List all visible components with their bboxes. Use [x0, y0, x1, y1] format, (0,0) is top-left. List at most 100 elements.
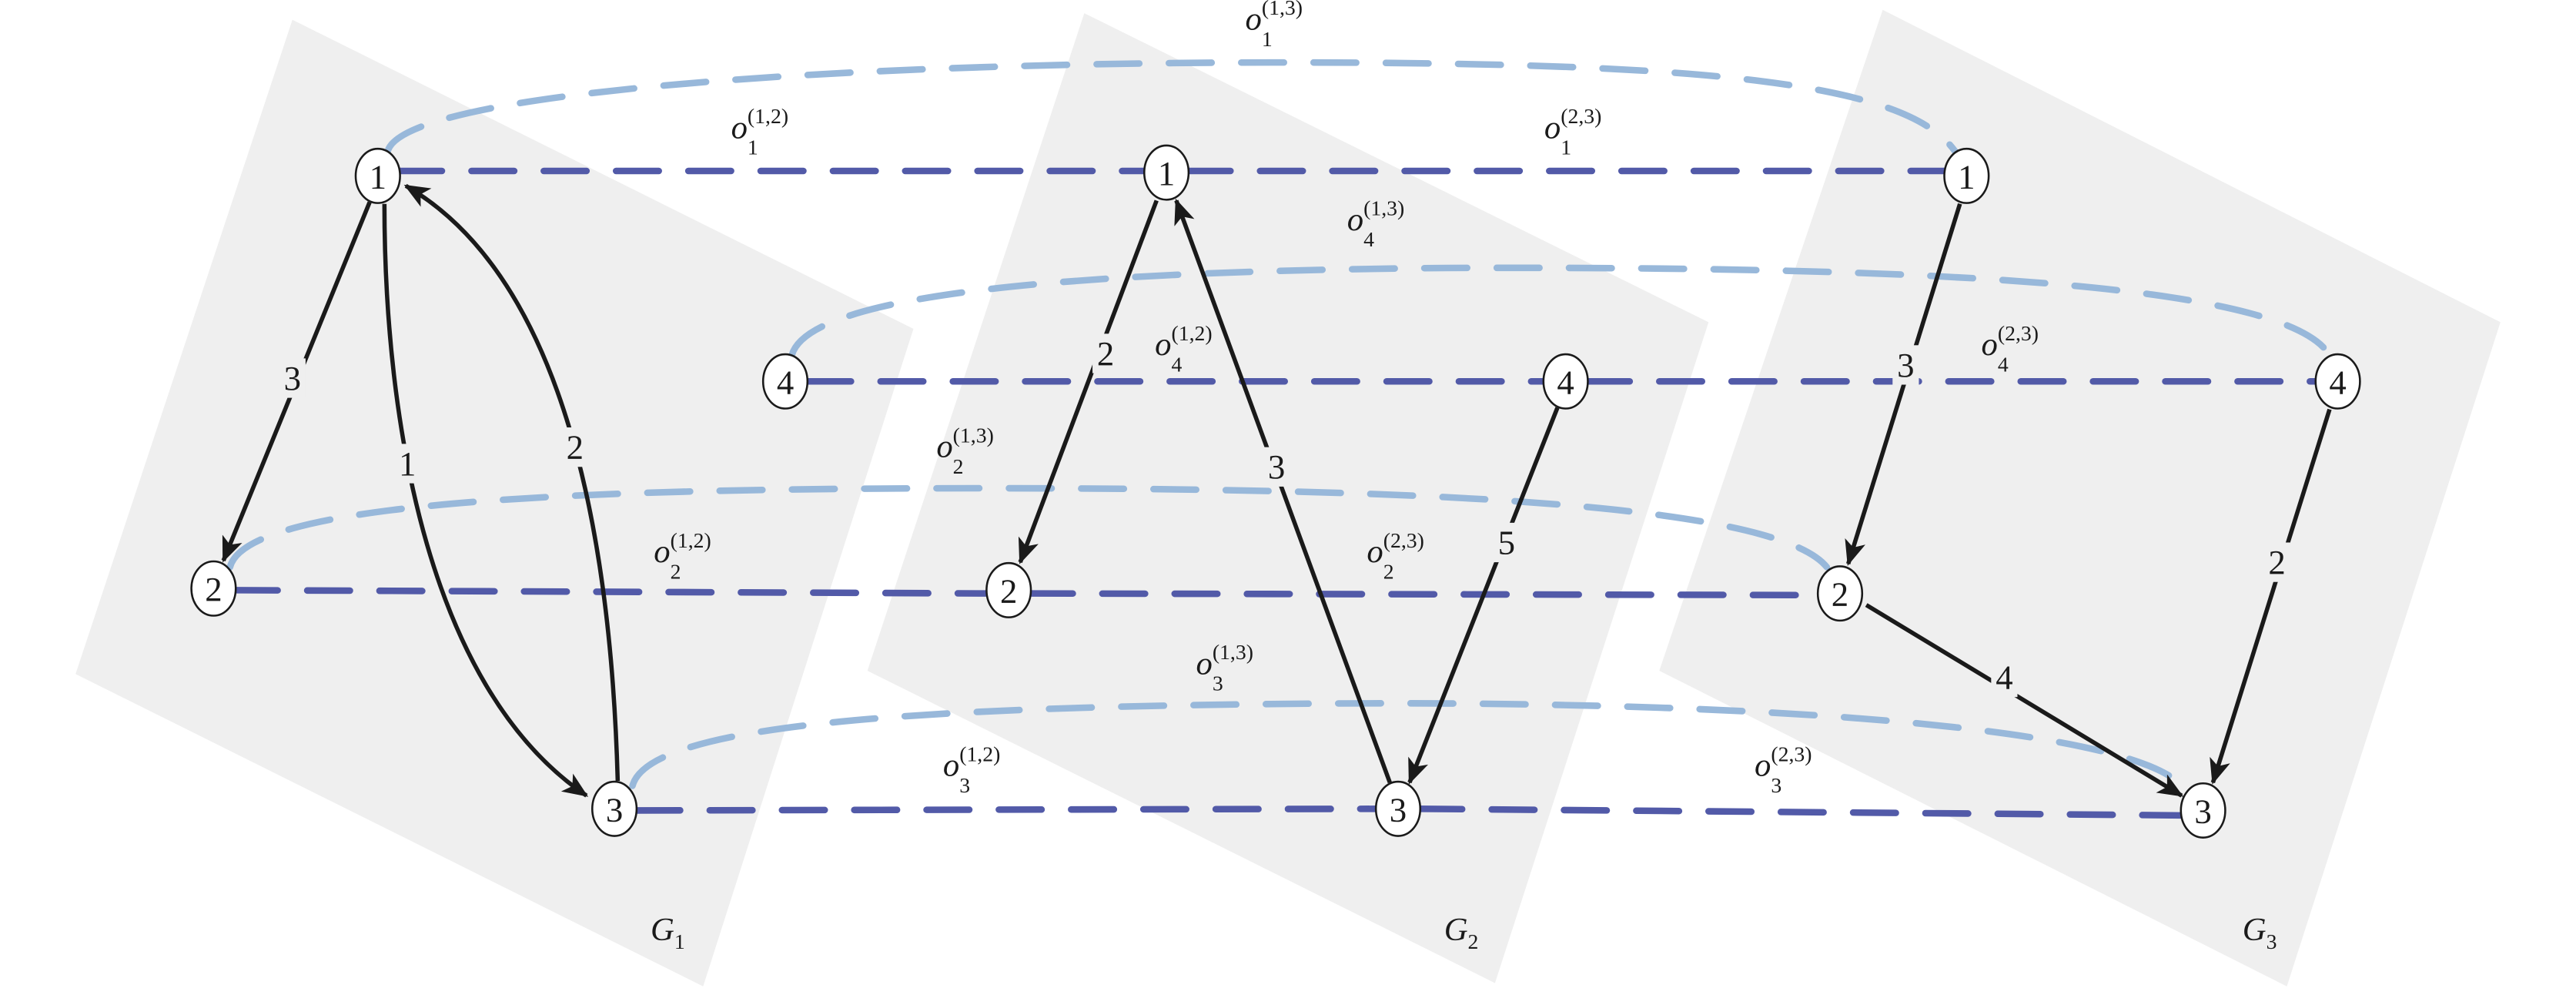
link-label-base: o [1347, 202, 1363, 238]
link-o3-23 [1416, 805, 2186, 819]
edge-4-to-3 [2210, 408, 2332, 785]
link-label-base: o [1544, 109, 1561, 146]
link-label-base: o [731, 109, 748, 146]
node-1-circle [354, 147, 401, 204]
link-o3-12 [634, 805, 1380, 814]
graph-edges: 3 1 2 2 3 5 3 4 2 [221, 183, 2332, 798]
node-1-label: 1 [1958, 157, 1975, 196]
link-label-superscript: (1,3) [1363, 197, 1404, 221]
link-label-superscript: (1,2) [671, 529, 711, 553]
link-label-o4-12: o(1,2)4 [1155, 322, 1212, 377]
edge-weight-backdrop [1493, 522, 1520, 563]
link-o2-13 [226, 484, 1831, 571]
edge-weight-label: 2 [1097, 334, 1114, 373]
link-label-base: o [654, 534, 670, 570]
link-label-subscript: 3 [959, 774, 970, 798]
edge-1-to-3 [382, 203, 589, 798]
link-label-superscript: (1,3) [953, 424, 994, 447]
link-label-subscript: 2 [953, 455, 964, 479]
node-3-label: 3 [606, 790, 623, 829]
edge-weight-label: 2 [567, 428, 584, 467]
graph-label-base: G [1444, 912, 1468, 948]
link-label-subscript: 3 [1771, 774, 1781, 798]
link-label-superscript: (2,3) [1771, 742, 1812, 766]
node-2-label: 2 [205, 570, 222, 608]
graph-label: G1 [651, 912, 685, 954]
node-4-label: 4 [2329, 363, 2346, 401]
link-o1-13 [384, 59, 1959, 155]
node-2-circle [190, 560, 237, 617]
link-label-base: o [936, 428, 952, 464]
graph-label-index: 3 [2267, 930, 2277, 954]
graph-panel-1 [75, 19, 914, 986]
link-label-base: o [943, 748, 959, 784]
link-label-subscript: 4 [1363, 228, 1374, 252]
node-3-circle [591, 780, 638, 837]
node-3-circle [1374, 780, 1422, 837]
edge-3-to-1 [1174, 198, 1392, 784]
edge-weight-backdrop [1991, 657, 2018, 698]
edge-1-to-2 [1018, 199, 1159, 564]
link-label-subscript: 3 [1213, 672, 1223, 696]
link-label-base: o [1982, 327, 1998, 363]
link-label-o3-23: o(2,3) 3 [1755, 742, 1812, 798]
link-label-superscript: (1,2) [1171, 322, 1212, 346]
graph-label-base: G [2243, 912, 2267, 948]
edge-weight-label: 3 [1897, 346, 1914, 384]
link-label-subscript: 1 [748, 136, 758, 160]
link-label-subscript: 2 [1383, 560, 1394, 584]
link-label-o3-12: o(1,2)3 [943, 742, 1000, 798]
node-2-circle [1816, 565, 1864, 622]
link-o2-12 [231, 587, 991, 597]
node-4-circle [1542, 353, 1589, 410]
node-1-circle [1143, 144, 1190, 201]
link-label-superscript: (1,3) [1262, 0, 1303, 20]
edge-weight-label: 5 [1498, 523, 1515, 561]
edge-weight-label: 4 [1996, 658, 2012, 696]
link-label-base: o [1755, 748, 1771, 784]
node-4-circle [2314, 353, 2361, 410]
node-3-label: 3 [2194, 792, 2211, 830]
node-2-label: 2 [1832, 575, 1848, 614]
node-1-circle [1943, 147, 1990, 204]
node-4-label: 4 [777, 363, 794, 401]
edge-weight-label: 3 [1268, 447, 1285, 486]
link-label-o1-23: o(2,3)1 [1544, 105, 1601, 160]
edge-weight-backdrop [1263, 447, 1290, 487]
graph-label-index: 1 [674, 930, 685, 954]
link-label-superscript: (2,3) [1383, 529, 1424, 553]
graph-label: G3 [2243, 912, 2277, 954]
node-2-label: 2 [1000, 571, 1017, 610]
graph-panel-3 [1659, 9, 2501, 986]
graph-label-base: G [651, 912, 674, 948]
link-label-o2-13: o(1,3) 2 [936, 424, 993, 479]
link-label-o1-13: o(1,3)1 [1246, 0, 1303, 52]
link-label-o2-12: o(1,2)2 [654, 529, 711, 584]
node-1-label: 1 [370, 157, 386, 196]
node-4-label: 4 [1557, 363, 1574, 401]
link-o4-13 [788, 264, 2333, 359]
graph-label-index: 2 [1468, 930, 1479, 954]
link-label-o2-23: o(2,3) 2 [1367, 529, 1423, 584]
link-label-base: o [1367, 534, 1383, 570]
edge-weight-backdrop [1092, 333, 1119, 373]
edge-2-to-3 [1865, 603, 2184, 798]
node-3-circle [2180, 782, 2226, 839]
link-label-base: o [1155, 327, 1171, 363]
link-label-superscript: (2,3) [1561, 105, 1601, 129]
link-o2-23 [1026, 590, 1822, 599]
edge-weight-backdrop [279, 358, 306, 398]
node-4-circle [761, 353, 809, 410]
edge-weight-backdrop [2263, 542, 2290, 582]
link-label-superscript: (1,3) [1213, 641, 1253, 665]
link-label-superscript: (1,2) [748, 105, 788, 129]
graph-nodes: 1 2 3 4 1 2 3 4 1 2 3 4 [190, 144, 2361, 839]
link-label-base: o [1196, 645, 1213, 682]
node-3-label: 3 [1390, 790, 1407, 829]
adjacent-correspondence-links [231, 167, 2320, 819]
edge-4-to-3 [1407, 407, 1560, 785]
edge-weight-label: 1 [399, 444, 416, 483]
edge-weight-backdrop [1892, 345, 1919, 385]
